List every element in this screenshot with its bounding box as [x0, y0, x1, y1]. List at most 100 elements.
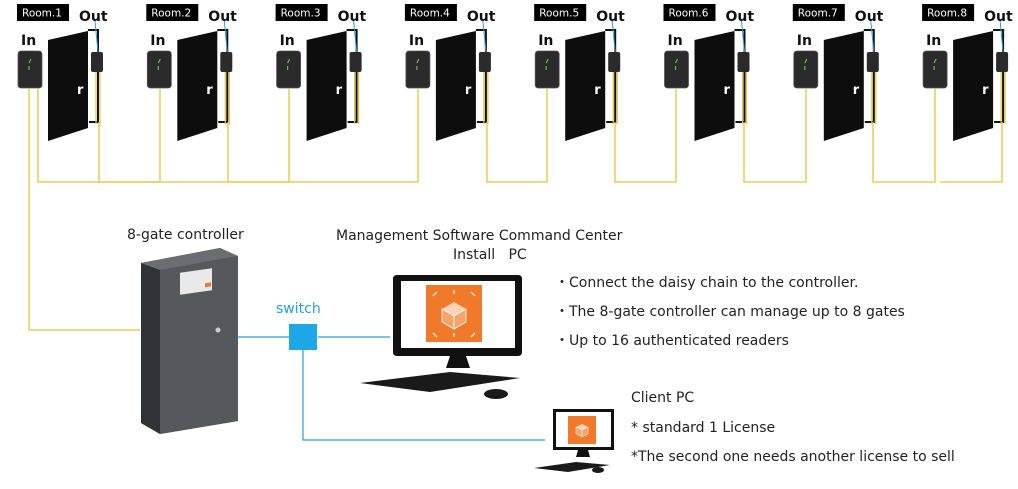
in-label: In: [21, 33, 36, 49]
in-label: In: [797, 33, 812, 49]
management-pc-title: Management Software Command Center: [336, 228, 623, 244]
door-icon: [953, 31, 994, 141]
chain-line-2-3: [98, 88, 290, 183]
room-label: Room.8: [927, 8, 967, 20]
client-pc-note-second-license: *The second one needs another license to…: [631, 449, 955, 465]
out-label: Out: [79, 9, 108, 25]
in-label: In: [668, 33, 683, 49]
room-label: Room.5: [539, 8, 579, 20]
controller-lock-icon: [215, 327, 221, 333]
room-label-box: [275, 4, 328, 21]
card-reader-out-icon: [220, 52, 233, 72]
room-label: Room.1: [22, 8, 62, 20]
room-label-box: [404, 4, 457, 21]
chain-line-8-end: [940, 122, 1003, 183]
chain-line-6-7: [743, 88, 807, 183]
in-label: In: [280, 33, 295, 49]
in-label: In: [926, 33, 941, 49]
feature-list: ・Connect the daisy chain to the controll…: [555, 275, 905, 349]
card-reader-icon: [664, 50, 689, 89]
out-label: Out: [467, 9, 496, 25]
svg-text:r: r: [594, 83, 601, 98]
network-lines: [238, 336, 545, 441]
card-reader-icon: [793, 50, 819, 89]
chain-line-4-5: [486, 88, 548, 183]
card-reader-out-icon: [996, 52, 1009, 72]
svg-text:r: r: [853, 83, 860, 98]
out-label: Out: [855, 9, 884, 25]
door-icon: [435, 31, 476, 141]
client-pc-title: Client PC: [631, 390, 694, 406]
feature-item: ・Connect the daisy chain to the controll…: [555, 275, 858, 291]
card-reader-out-icon: [608, 52, 621, 72]
card-reader-out-icon: [478, 52, 491, 72]
card-reader-out-icon: [866, 52, 879, 72]
management-pc-subtitle: Install PC: [453, 247, 527, 263]
daisy-chain-wiring: [28, 88, 1003, 331]
card-reader-out-icon: [737, 52, 750, 72]
card-reader-icon: [405, 50, 431, 89]
door-icon: [694, 31, 735, 141]
out-label: Out: [596, 9, 625, 25]
out-label: Out: [984, 9, 1013, 25]
svg-text:r: r: [724, 83, 731, 98]
room-label: Room.6: [669, 8, 709, 20]
room-label: Room.4: [410, 8, 450, 20]
card-reader-icon: [276, 50, 302, 89]
chain-line-3-4: [227, 88, 419, 183]
svg-text:r: r: [77, 83, 84, 98]
room-label-box: [17, 4, 69, 21]
feature-item: ・Up to 16 authenticated readers: [555, 333, 789, 349]
chain-line-7-8: [872, 88, 936, 183]
software-cube-icon: [426, 285, 482, 342]
room-label-box: [534, 4, 587, 21]
card-reader-icon: [146, 50, 172, 89]
door-icon: [823, 31, 864, 141]
chain-line-controller: [28, 88, 140, 331]
switch-label: switch: [276, 301, 321, 317]
svg-text:r: r: [465, 83, 472, 98]
out-label: Out: [338, 9, 367, 25]
room-label: Room.2: [151, 8, 191, 20]
card-reader-out-icon: [349, 52, 362, 72]
door-icon: [306, 31, 347, 141]
out-label: Out: [208, 9, 237, 25]
card-reader-icon: [922, 50, 948, 89]
room-label: Room.3: [281, 8, 321, 20]
controller-label: 8-gate controller: [127, 227, 244, 243]
in-label: In: [150, 33, 165, 49]
door-icon: [565, 31, 606, 141]
controller-cabinet: [141, 248, 238, 434]
client-pc-note-license: * standard 1 License: [631, 420, 775, 436]
room-label-box: [792, 4, 845, 21]
in-label: In: [538, 33, 553, 49]
network-switch: [289, 324, 317, 350]
svg-text:r: r: [982, 83, 989, 98]
card-reader-icon: [17, 50, 43, 89]
feature-item: ・The 8-gate controller can manage up to …: [555, 304, 905, 320]
room-label-box: [146, 4, 199, 21]
card-reader-out-icon: [91, 52, 103, 72]
room-label-box: [663, 4, 716, 21]
room-label: Room.7: [798, 8, 838, 20]
in-label: In: [409, 33, 424, 49]
chain-line-5-6: [614, 88, 677, 183]
svg-text:r: r: [206, 83, 213, 98]
card-reader-icon: [534, 50, 560, 89]
switch-to-client-line: [302, 350, 545, 441]
out-label: Out: [726, 9, 755, 25]
door-icon: [177, 31, 218, 141]
svg-text:r: r: [336, 83, 343, 98]
door-icon: [48, 31, 88, 141]
room-label-box: [922, 4, 975, 21]
